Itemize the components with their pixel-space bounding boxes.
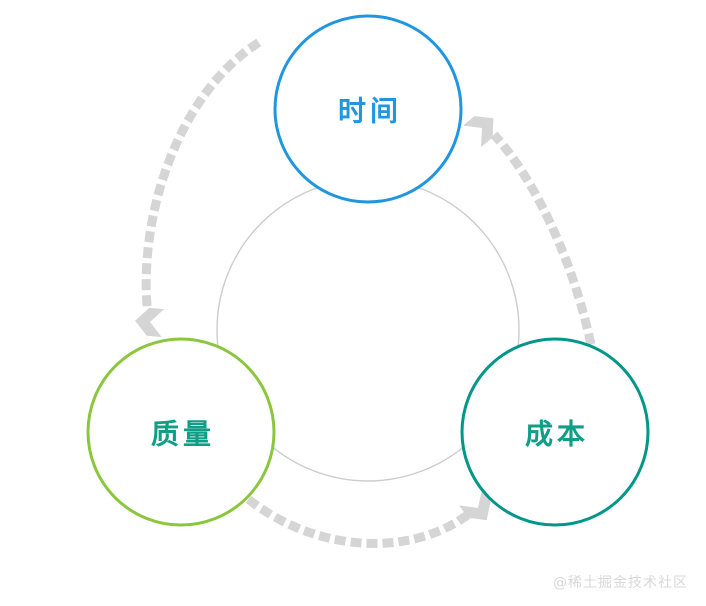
node-time[interactable]: 时间 [273,14,463,204]
watermark: @稀土掘金技术社区 [553,575,688,591]
arrowhead-icon [463,115,494,148]
arrow-path [141,38,262,310]
node-cost[interactable]: 成本 [460,337,650,527]
node-quality-circle[interactable] [86,337,276,527]
arrowhead-icon [459,489,491,521]
node-cost-label: 成本 [525,418,589,451]
node-time-circle[interactable] [273,14,463,204]
arrowhead-icon [135,307,165,338]
node-quality[interactable]: 质量 [86,337,276,527]
arrow-cost-to-time [463,115,596,346]
node-quality-label: 质量 [151,418,215,451]
node-cost-circle[interactable] [460,337,650,527]
arrow-path [245,495,473,548]
node-time-label: 时间 [338,95,402,128]
arrow-time-to-quality [135,38,262,338]
arrow-quality-to-cost [245,489,491,548]
arrow-path [490,131,596,346]
